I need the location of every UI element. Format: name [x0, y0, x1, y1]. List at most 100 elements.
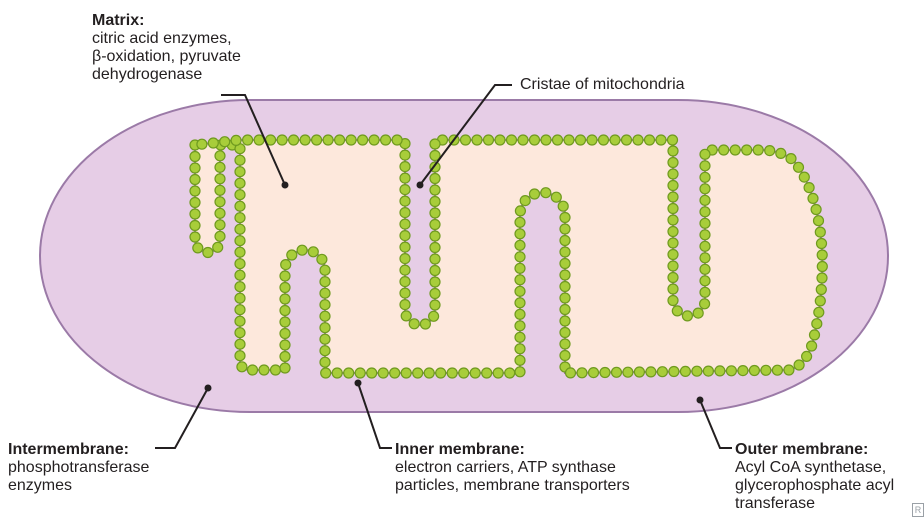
membrane-particle: [560, 339, 570, 349]
cristae-leader-dot: [417, 182, 424, 189]
membrane-particle: [344, 368, 354, 378]
membrane-particle: [369, 135, 379, 145]
membrane-particle: [381, 135, 391, 145]
membrane-particle: [190, 221, 200, 231]
membrane-particle: [566, 368, 576, 378]
membrane-particle: [515, 344, 525, 354]
membrane-particle: [430, 266, 440, 276]
membrane-particle: [668, 250, 678, 260]
membrane-particle: [235, 224, 245, 234]
membrane-particle: [280, 352, 290, 362]
membrane-particle: [424, 368, 434, 378]
membrane-particle: [461, 135, 471, 145]
membrane-particle: [589, 368, 599, 378]
intermembrane-leader-dot: [205, 385, 212, 392]
membrane-particle: [400, 185, 410, 195]
membrane-particle: [280, 294, 290, 304]
membrane-particle: [599, 135, 609, 145]
membrane-particle: [231, 135, 241, 145]
membrane-particle: [700, 299, 710, 309]
membrane-particle: [700, 218, 710, 228]
membrane-particle: [700, 241, 710, 251]
membrane-particle: [560, 282, 570, 292]
membrane-particle: [682, 311, 692, 321]
membrane-particle: [520, 196, 530, 206]
membrane-particle: [235, 339, 245, 349]
cristae-callout: Cristae of mitochondria: [520, 76, 685, 94]
membrane-particle: [215, 231, 225, 241]
membrane-particle: [817, 250, 827, 260]
membrane-particle: [560, 351, 570, 361]
membrane-particle: [346, 135, 356, 145]
membrane-particle: [560, 270, 570, 280]
membrane-particle: [392, 135, 402, 145]
membrane-particle: [772, 365, 782, 375]
membrane-particle: [515, 217, 525, 227]
membrane-particle: [430, 220, 440, 230]
membrane-particle: [668, 261, 678, 271]
membrane-particle: [668, 296, 678, 306]
membrane-particle: [235, 178, 245, 188]
membrane-particle: [243, 135, 253, 145]
membrane-particle: [814, 307, 824, 317]
membrane-particle: [358, 135, 368, 145]
membrane-particle: [560, 259, 570, 269]
membrane-particle: [235, 201, 245, 211]
membrane-particle: [810, 330, 820, 340]
membrane-particle: [430, 289, 440, 299]
membrane-particle: [776, 148, 786, 158]
membrane-particle: [765, 146, 775, 156]
membrane-particle: [459, 368, 469, 378]
membrane-particle: [280, 329, 290, 339]
membrane-particle: [753, 145, 763, 155]
membrane-particle: [700, 253, 710, 263]
watermark-logo: R: [912, 503, 924, 517]
intermembrane-callout: Intermembrane: phosphotransferase enzyme…: [8, 441, 149, 495]
membrane-particle: [668, 227, 678, 237]
membrane-particle: [436, 368, 446, 378]
membrane-particle: [208, 138, 218, 148]
membrane-particle: [335, 135, 345, 145]
membrane-particle: [815, 227, 825, 237]
membrane-particle: [297, 245, 307, 255]
inner-membrane-leader-dot: [355, 380, 362, 387]
membrane-particle: [220, 137, 230, 147]
membrane-particle: [645, 135, 655, 145]
membrane-particle: [320, 288, 330, 298]
membrane-particle: [623, 367, 633, 377]
membrane-particle: [280, 363, 290, 373]
membrane-particle: [541, 188, 551, 198]
membrane-particle: [259, 365, 269, 375]
membrane-particle: [378, 368, 388, 378]
membrane-particle: [680, 366, 690, 376]
membrane-particle: [193, 243, 203, 253]
intermembrane-title: Intermembrane:: [8, 441, 149, 459]
membrane-particle: [738, 366, 748, 376]
membrane-particle: [815, 296, 825, 306]
membrane-particle: [400, 150, 410, 160]
membrane-particle: [560, 213, 570, 223]
membrane-particle: [430, 243, 440, 253]
membrane-particle: [576, 135, 586, 145]
membrane-particle: [401, 368, 411, 378]
membrane-particle: [700, 276, 710, 286]
membrane-particle: [482, 368, 492, 378]
membrane-particle: [430, 174, 440, 184]
membrane-particle: [430, 254, 440, 264]
intermembrane-description: phosphotransferase enzymes: [8, 459, 149, 495]
membrane-particle: [700, 172, 710, 182]
matrix-leader-dot: [282, 182, 289, 189]
membrane-particle: [515, 263, 525, 273]
membrane-particle: [215, 185, 225, 195]
membrane-particle: [430, 300, 440, 310]
membrane-particle: [235, 259, 245, 269]
membrane-particle: [700, 287, 710, 297]
membrane-particle: [515, 309, 525, 319]
membrane-particle: [715, 366, 725, 376]
membrane-particle: [190, 198, 200, 208]
membrane-particle: [560, 236, 570, 246]
membrane-particle: [761, 365, 771, 375]
membrane-particle: [430, 208, 440, 218]
membrane-particle: [786, 154, 796, 164]
membrane-particle: [308, 247, 318, 257]
